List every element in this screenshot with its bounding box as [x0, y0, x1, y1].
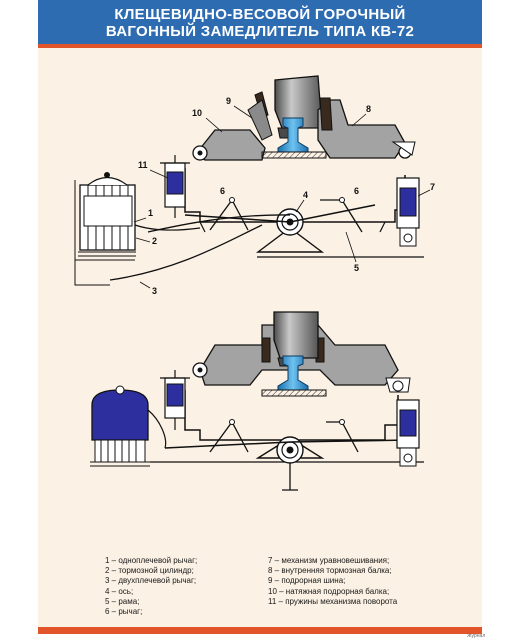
callout-5: 5	[354, 263, 359, 273]
rail-bottom	[277, 355, 309, 391]
title-line-2: ВАГОННЫЙ ЗАМЕДЛИТЕЛЬ ТИПА КВ-72	[105, 23, 415, 40]
legend-item: 1 – одноплечевой рычаг;	[105, 556, 198, 565]
brake-cylinder-bottom	[91, 389, 149, 441]
callouts-top: 10 9 8 11 7 6 6 4 1 2 5 3	[133, 96, 435, 296]
callout-4: 4	[303, 190, 308, 200]
callout-6-left: 6	[220, 186, 225, 196]
leader-5	[345, 231, 357, 263]
cylinder-dome-top	[87, 176, 128, 186]
cylinder-cap-bottom	[115, 385, 125, 395]
brake-shoe-left-bottom	[261, 337, 271, 363]
balancer-blue-bottom	[399, 409, 417, 437]
cylinder-ribs-bottom	[100, 440, 137, 462]
tie-bottom	[261, 389, 327, 397]
cylinder-cap-top	[104, 172, 110, 178]
leader-8	[351, 113, 367, 127]
cylinder-bracket-top	[74, 180, 135, 261]
callout-10: 10	[192, 108, 202, 118]
axle-support-top	[255, 227, 325, 253]
legend-item: 7 – механизм уравновешивания;	[268, 556, 390, 565]
cylinder-base-bottom	[90, 461, 150, 467]
leader-1	[133, 217, 147, 223]
leader-3	[139, 281, 151, 289]
legend-item: 2 – тормозной цилиндр;	[105, 566, 194, 576]
callout-3: 3	[152, 286, 157, 296]
lever-6-left-top	[209, 198, 249, 231]
brake-shoe-right-top	[319, 97, 333, 131]
inner-beam-8-top	[317, 99, 406, 159]
spring-11-blue-top	[166, 171, 184, 195]
callout-11: 11	[138, 160, 148, 170]
beam-pivot-left-dot-top	[197, 150, 203, 156]
legend-right: 7 – механизм уравновешивания; 8 – внутре…	[268, 556, 397, 607]
cylinder-band-top	[83, 195, 133, 227]
lever-6-right-bottom	[326, 421, 359, 453]
publisher-mark: Журнал	[467, 633, 486, 639]
leader-2	[135, 237, 151, 243]
pivot-cap-right-top	[391, 141, 416, 156]
leader-10	[205, 117, 223, 133]
wheel-top	[274, 75, 323, 129]
leader-7	[417, 189, 431, 197]
legend-item: 3 – двухплечевой рычаг;	[105, 576, 197, 586]
leader-4	[295, 199, 305, 213]
legend-item: 9 – подрорная шина;	[268, 576, 346, 586]
frame-brace-top	[199, 221, 386, 233]
cylinder-rod-top	[134, 224, 201, 231]
lever-main-bottom	[164, 439, 411, 449]
legend-left: 1 – одноплечевой рычаг; 2 – тормозной ци…	[105, 556, 197, 617]
axle-stand-bottom	[282, 463, 298, 491]
legend-item: 5 – рама;	[105, 596, 140, 606]
beam-pivot-left-dot-bottom	[197, 367, 203, 373]
lever-6-right-pivot-top	[339, 197, 345, 203]
leader-9	[233, 105, 253, 119]
bottom-accent-bar	[38, 627, 482, 634]
wheel-bottom	[273, 311, 319, 359]
legend-item: 6 – рычаг;	[105, 607, 143, 617]
balancer-7-blue-top	[399, 187, 417, 217]
legend-item: 10 – натяжная подрорная балка;	[268, 586, 390, 596]
title-banner: КЛЕЩЕВИДНО-ВЕСОВОЙ ГОРОЧНЫЙ ВАГОННЫЙ ЗАМ…	[38, 0, 482, 48]
cylinder-base-top	[78, 251, 136, 257]
top-assembly	[74, 75, 424, 286]
leader-11	[149, 169, 169, 179]
lever-6-right-top	[320, 199, 363, 233]
frame-bottom	[184, 390, 399, 441]
bottom-assembly	[90, 311, 424, 491]
poster-title: КЛЕЩЕВИДНО-ВЕСОВОЙ ГОРОЧНЫЙ ВАГОННЫЙ ЗАМ…	[38, 6, 482, 40]
legend-item: 11 – пружины механизма поворота	[268, 596, 398, 606]
spring-rod-bottom	[160, 370, 190, 430]
callout-6-right: 6	[354, 186, 359, 196]
callout-1: 1	[148, 208, 153, 218]
spring-blue-bottom	[166, 383, 184, 407]
shoe-arm-left-top	[247, 99, 273, 141]
beam-pivot-right-bottom	[392, 380, 404, 392]
cylinder-link-bottom	[147, 409, 167, 449]
lever-6-left-pivot-bottom	[229, 419, 235, 425]
link-bracket-top	[74, 260, 110, 286]
legend-item: 8 – внутренняя тормозная балка;	[268, 566, 392, 576]
lever-3-link-top	[109, 224, 263, 281]
cylinder-skirt-bottom	[94, 439, 146, 463]
lever-6-right-pivot-bottom	[339, 419, 345, 425]
callout-8: 8	[366, 104, 371, 114]
lever-6-left-bottom	[209, 420, 249, 453]
balancer-pin-bottom	[403, 453, 413, 463]
callout-9: 9	[226, 96, 231, 106]
tie-top	[261, 151, 327, 159]
spring-rod-11-top	[160, 155, 190, 218]
legend-item: 4 – ось;	[105, 586, 134, 596]
lever-6-left-pivot-top	[229, 197, 235, 203]
axle-inner-bottom	[286, 446, 294, 454]
callout-2: 2	[152, 236, 157, 246]
balancer-pin-top	[403, 233, 413, 243]
callout-7: 7	[430, 182, 435, 192]
tension-beam-10-top	[193, 129, 266, 161]
title-line-1: КЛЕЩЕВИДНО-ВЕСОВОЙ ГОРОЧНЫЙ	[114, 6, 406, 23]
